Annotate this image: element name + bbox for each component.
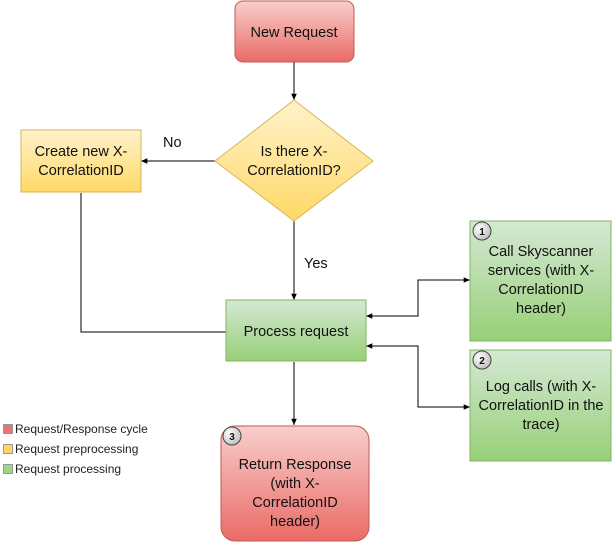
node-create-id-label-line-1: Create new X- [35,144,128,160]
legend-item-request-preprocessing: Request preprocessing [3,439,148,459]
badge-1-number: 1 [479,227,485,238]
node-process-request: Process request [225,299,367,362]
legend: Request/Response cycle Request preproces… [3,419,148,479]
edge-process-call-services-bidirectional [366,277,470,319]
legend-label: Request processing [15,462,122,476]
legend-swatch-green [3,464,13,474]
node-return-response-label-line-4: header) [270,514,320,530]
node-process-request-label: Process request [244,324,349,340]
legend-swatch-yellow [3,444,13,454]
node-log-calls-label-line-2: CorrelationID in the [479,398,604,414]
node-return-response-label-line-2: (with X- [270,476,319,492]
node-new-request-label: New Request [250,25,337,41]
badge-2-number: 2 [479,356,485,367]
node-decision: Is there X- CorrelationID? [214,99,374,222]
badge-3-icon: 3 [222,426,242,446]
edge-label-no: No [163,135,182,151]
node-call-services-label-line-3: CorrelationID [498,282,583,298]
legend-label: Request/Response cycle [15,422,148,436]
badge-2-icon: 2 [472,350,492,370]
node-decision-label-line-2: CorrelationID? [247,163,341,179]
node-create-id: Create new X- CorrelationID [20,129,142,193]
edges [80,62,470,425]
badge-3-number: 3 [229,432,235,443]
node-return-response-label-line-1: Return Response [239,457,352,473]
node-log-calls-label-line-3: trace) [522,417,559,433]
node-create-id-label-line-2: CorrelationID [38,163,123,179]
badge-1-icon: 1 [472,221,492,241]
node-new-request: New Request [234,0,355,63]
node-return-response: Return Response (with X- CorrelationID h… [220,425,370,542]
node-call-services: Call Skyscanner services (with X- Correl… [469,220,612,342]
legend-label: Request preprocessing [15,442,139,456]
legend-item-request-response-cycle: Request/Response cycle [3,419,148,439]
edge-label-yes: Yes [304,256,328,272]
node-log-calls: Log calls (with X- CorrelationID in the … [469,349,612,462]
edge-process-log-calls-bidirectional [366,343,470,410]
node-call-services-label-line-2: services (with X- [488,263,595,279]
node-log-calls-label-line-1: Log calls (with X- [486,379,597,395]
legend-swatch-red [3,424,13,434]
edge-create-to-process [80,193,232,335]
node-return-response-label-line-3: CorrelationID [252,495,337,511]
node-call-services-label-line-1: Call Skyscanner [489,244,594,260]
node-decision-label-line-1: Is there X- [261,144,328,160]
legend-item-request-processing: Request processing [3,459,148,479]
node-call-services-label-line-4: header) [516,301,566,317]
